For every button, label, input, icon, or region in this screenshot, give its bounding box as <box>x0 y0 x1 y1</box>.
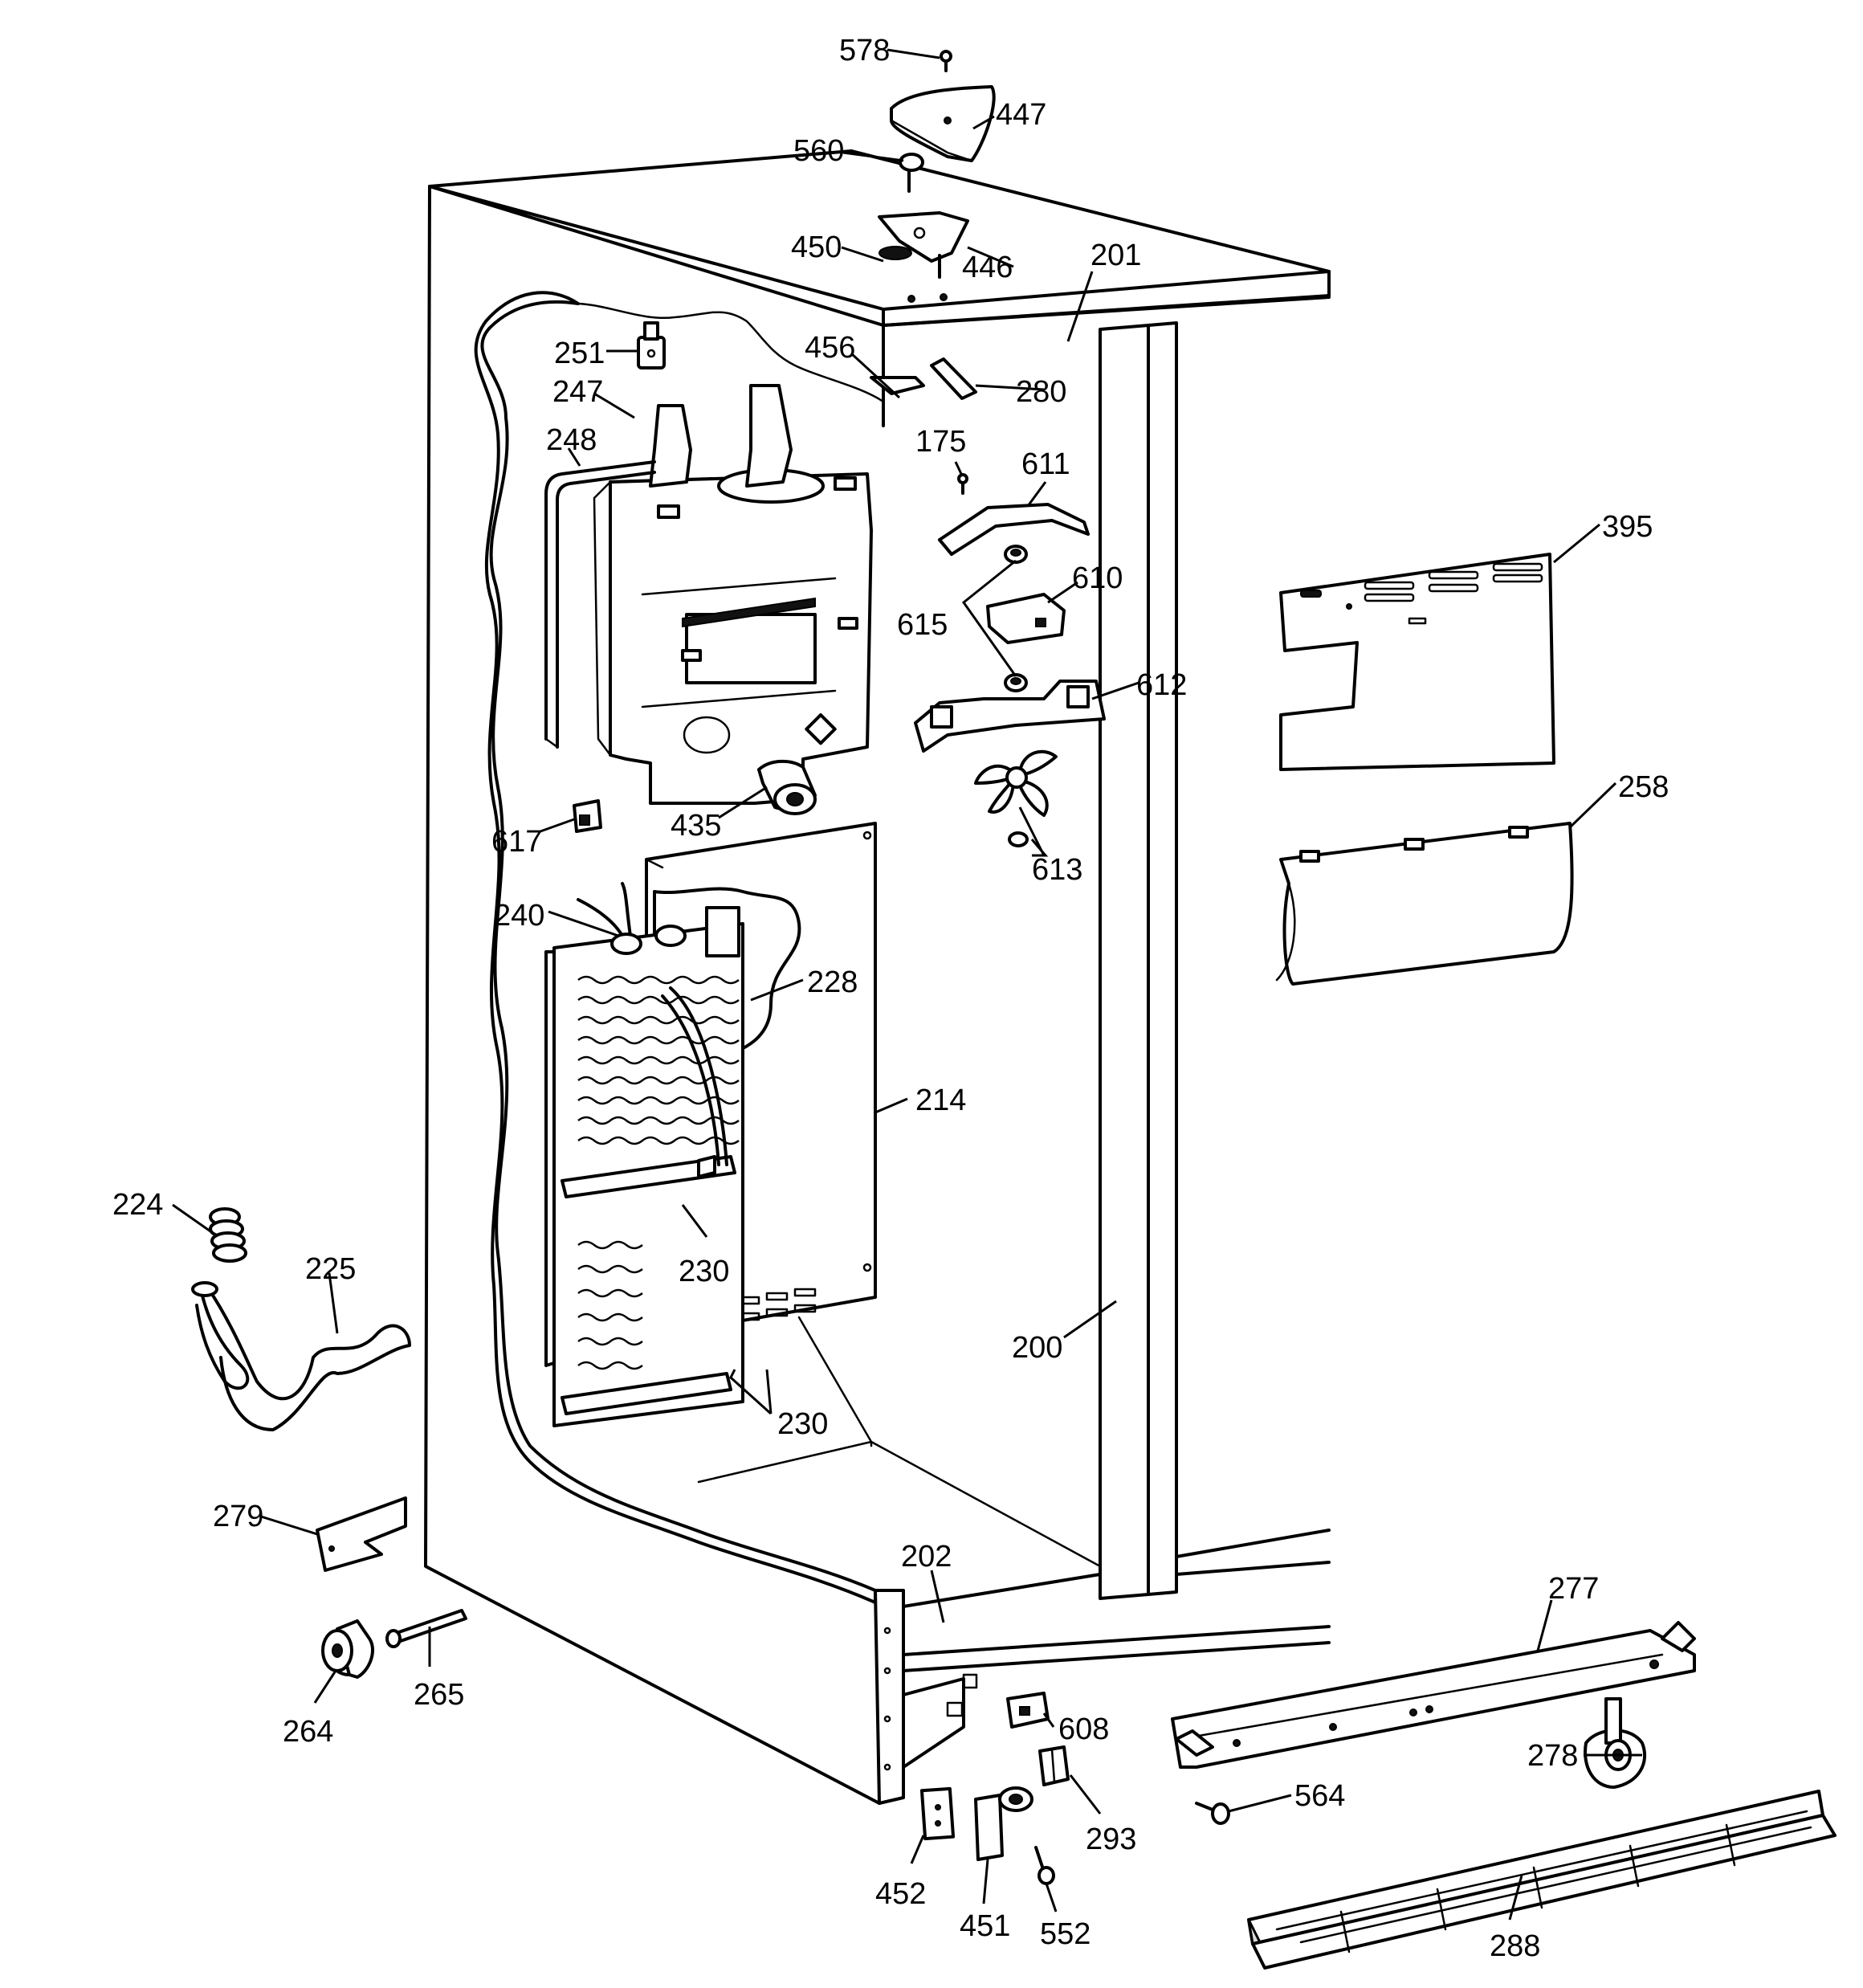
leveler-bar-277 <box>1171 1621 1696 1769</box>
part-280 <box>930 357 977 400</box>
callout-175: 175 <box>915 425 966 459</box>
callout-265: 265 <box>414 1678 464 1712</box>
leader-lines <box>172 48 1642 1921</box>
callout-248: 248 <box>546 423 597 457</box>
bracket-617 <box>573 799 602 833</box>
callout-451: 451 <box>960 1909 1010 1943</box>
screw-552 <box>1034 1846 1055 1885</box>
clip-293 <box>1038 1745 1070 1786</box>
callout-613: 613 <box>1032 853 1082 887</box>
screw-175 <box>957 473 968 495</box>
bracket-279 <box>316 1496 407 1572</box>
axle-265 <box>385 1609 467 1648</box>
callout-615: 615 <box>897 608 948 642</box>
sensor-251 <box>637 321 666 369</box>
roller-264 <box>321 1619 374 1679</box>
callout-247: 247 <box>552 375 603 409</box>
evaporator-228 <box>552 906 744 1427</box>
drain-plug-224 <box>209 1207 247 1263</box>
callout-200: 200 <box>1012 1331 1062 1365</box>
callout-293: 293 <box>1086 1823 1136 1856</box>
callout-277: 277 <box>1548 1572 1599 1606</box>
callout-610: 610 <box>1072 561 1123 595</box>
callout-611: 611 <box>1021 447 1070 481</box>
callout-labels: 578 447 560 450 446 201 251 456 247 280 … <box>112 34 1669 1963</box>
screw-560 <box>899 153 924 193</box>
hinge-446 <box>878 211 969 303</box>
callout-230a: 230 <box>679 1255 729 1288</box>
plate-452 <box>919 1786 956 1841</box>
part-456 <box>870 376 925 395</box>
callout-278: 278 <box>1527 1739 1578 1773</box>
callout-452: 452 <box>875 1877 926 1911</box>
callout-224: 224 <box>112 1188 163 1222</box>
callout-395: 395 <box>1602 510 1653 544</box>
callout-450: 450 <box>791 231 842 264</box>
callout-447: 447 <box>996 98 1046 132</box>
motor-610 <box>986 593 1066 644</box>
wheel-assembly-278 <box>1584 1697 1647 1789</box>
switch-608 <box>1006 1692 1050 1729</box>
callout-552: 552 <box>1040 1917 1090 1951</box>
bracket-612 <box>914 680 1106 753</box>
callout-251: 251 <box>554 337 605 370</box>
screw-578 <box>940 50 952 72</box>
fan-motor-435 <box>757 759 817 815</box>
callout-280: 280 <box>1016 375 1066 409</box>
callout-612: 612 <box>1136 668 1187 702</box>
callout-201: 201 <box>1090 239 1141 272</box>
callout-264: 264 <box>283 1715 333 1749</box>
callout-214: 214 <box>915 1084 966 1117</box>
hinge-451 <box>974 1786 1033 1861</box>
fan-blade-613 <box>974 749 1058 847</box>
callout-456: 456 <box>805 331 855 365</box>
callout-608: 608 <box>1058 1712 1109 1746</box>
callout-228: 228 <box>807 965 858 999</box>
bracket-611 <box>938 503 1090 556</box>
callout-564: 564 <box>1294 1779 1345 1813</box>
grille-288 <box>1247 1790 1837 1970</box>
callout-435: 435 <box>671 809 721 843</box>
callout-578: 578 <box>839 34 890 67</box>
callout-230b: 230 <box>777 1407 828 1441</box>
drain-tube-225 <box>191 1281 411 1431</box>
tube-248 <box>544 460 656 741</box>
callout-240: 240 <box>494 899 544 933</box>
callout-225: 225 <box>305 1252 356 1286</box>
cabinet-case <box>424 149 1331 1805</box>
callout-617: 617 <box>491 825 542 859</box>
thermostat-240 <box>577 882 687 955</box>
callout-560: 560 <box>793 134 844 168</box>
callout-279: 279 <box>213 1500 263 1533</box>
grommet-615a <box>1004 545 1028 564</box>
callout-446: 446 <box>962 251 1013 284</box>
fan-housing-247 <box>593 384 873 805</box>
grommet-615b <box>1004 673 1028 692</box>
panel-258 <box>1275 822 1574 986</box>
callout-258: 258 <box>1618 770 1669 804</box>
hinge-cover-447 <box>890 85 996 162</box>
callout-202: 202 <box>901 1540 952 1574</box>
evaporator-fins <box>577 975 740 1370</box>
screw-564 <box>1195 1802 1230 1825</box>
panel-395 <box>1279 553 1555 771</box>
callout-288: 288 <box>1490 1929 1540 1963</box>
